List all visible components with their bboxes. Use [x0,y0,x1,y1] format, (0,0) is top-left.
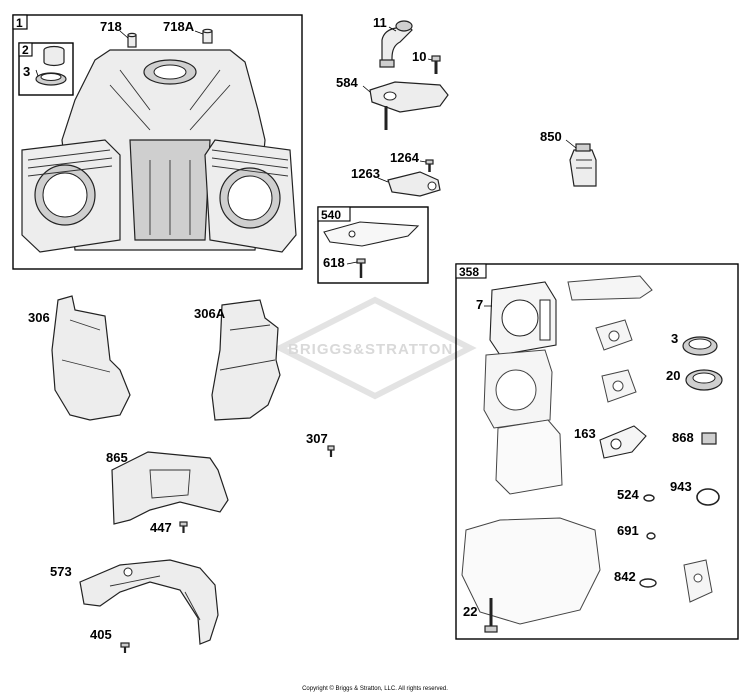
label-447: 447 [150,520,172,535]
label-11: 11 [373,15,387,30]
part-gasket-rocker[interactable] [567,275,653,301]
part-gasket-540[interactable] [323,221,420,247]
part-sealant-tube[interactable] [569,143,597,187]
label-718A: 718A [163,19,195,34]
label-3-box2: 3 [23,64,30,79]
label-1264: 1264 [390,150,420,165]
part-plug-868[interactable] [701,432,717,445]
label-7: 7 [476,297,483,312]
label-22: 22 [463,604,477,619]
part-seal-3b[interactable] [682,336,718,356]
label-850: 850 [540,129,562,144]
part-dowel-pin-718A[interactable] [202,28,213,44]
label-307: 307 [306,431,328,446]
part-crankcase-gasket[interactable] [461,517,601,625]
part-screw-447[interactable] [179,521,188,533]
label-10: 10 [412,49,426,64]
box-540-frame [317,206,429,284]
watermark-text: BRIGGS&STRATTON [288,341,453,358]
label-868: 868 [672,430,694,445]
watermark-logo: BRIGGS&STRATTON [273,296,477,400]
label-163: 163 [574,426,596,441]
part-o-ring-842[interactable] [639,578,657,588]
label-842: 842 [614,569,636,584]
leader-lines [35,26,577,307]
label-306A: 306A [194,306,226,321]
label-1263: 1263 [351,166,380,181]
part-screw-10[interactable] [431,55,441,74]
box-358-frame [455,263,739,640]
label-573: 573 [50,564,72,579]
part-valve-cover-gasket[interactable] [495,419,563,495]
part-gasket-intake[interactable] [595,319,633,351]
part-seal-20[interactable] [685,369,723,391]
part-screw-307[interactable] [327,445,335,457]
label-691: 691 [617,523,639,538]
label-405: 405 [90,627,112,642]
box-2-label: 2 [22,43,29,57]
part-air-guide-306[interactable] [51,295,131,421]
box-1-frame [12,14,303,270]
part-cylinder-assembly[interactable] [21,49,297,253]
label-3-box358: 3 [671,331,678,346]
part-dipstick-tube[interactable] [379,20,413,68]
part-bracket-584[interactable] [369,81,449,130]
label-524: 524 [617,487,639,502]
box-1-label: 1 [16,16,23,30]
box-540-label: 540 [321,208,341,222]
part-o-ring-691[interactable] [646,532,656,540]
part-gasket-163[interactable] [599,425,647,459]
part-air-guide-306A[interactable] [211,299,281,421]
label-20: 20 [666,368,680,383]
part-o-ring-524[interactable] [643,494,655,502]
part-gasket-exhaust[interactable] [601,369,637,403]
label-584: 584 [336,75,358,90]
label-865: 865 [106,450,128,465]
label-943: 943 [670,479,692,494]
part-bolt-22[interactable] [484,598,498,633]
part-cover-1263[interactable] [387,171,441,197]
part-bushing[interactable] [43,45,65,67]
part-screw-405[interactable] [120,642,130,653]
part-gasket-breather[interactable] [683,559,713,603]
box-358-label: 358 [459,265,479,279]
part-head-gasket-7[interactable] [489,281,557,356]
part-head-gasket-lower[interactable] [483,349,553,429]
part-screw-1264[interactable] [425,159,434,172]
label-618: 618 [323,255,345,270]
part-oil-seal-3a[interactable] [35,72,67,86]
copyright-notice: Copyright © Briggs & Stratton, LLC. All … [302,686,448,692]
label-718: 718 [100,19,122,34]
part-air-guide-865[interactable] [111,451,229,525]
label-306: 306 [28,310,50,325]
part-screw-618[interactable] [356,258,366,278]
part-air-guide-573[interactable] [79,559,219,645]
part-dowel-pin-718[interactable] [127,32,137,48]
part-o-ring-943[interactable] [696,488,720,506]
box-2-frame [18,42,74,96]
